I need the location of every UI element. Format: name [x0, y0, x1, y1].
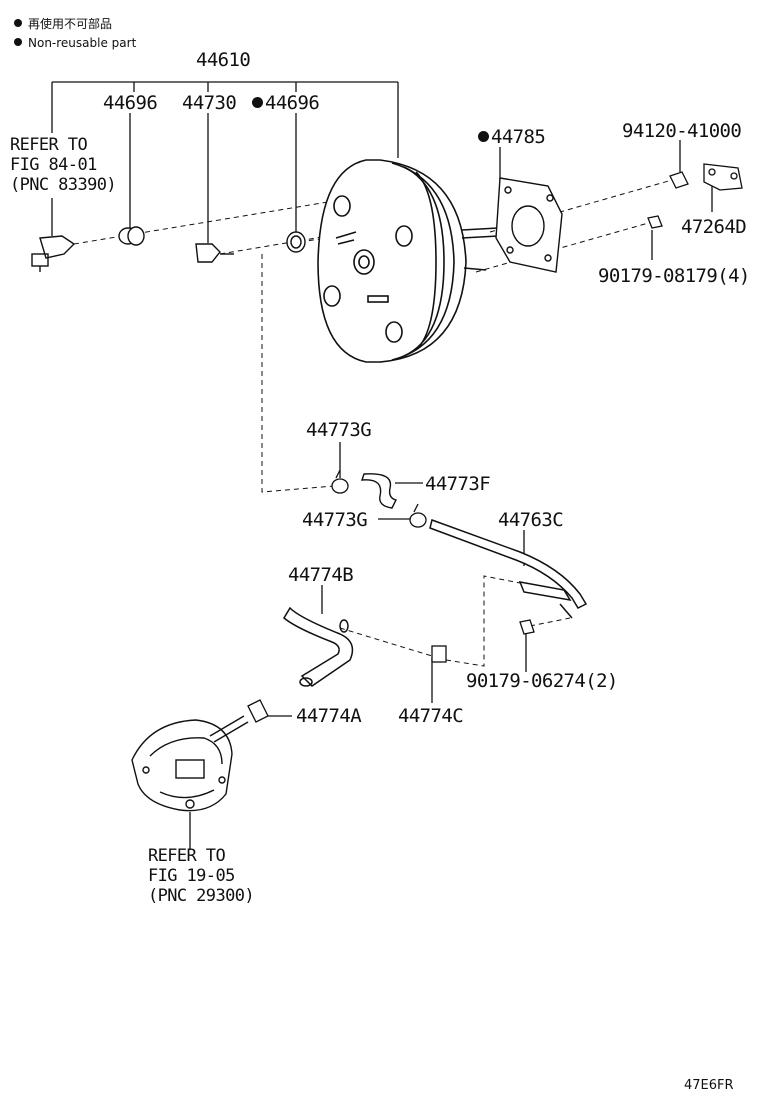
ref-fig84-line1: REFER TO: [10, 135, 88, 155]
nut-90179-08179: [647, 215, 663, 229]
ref-fig84-line3: (PNC 83390): [10, 175, 117, 195]
label-44774c: 44774C: [398, 705, 464, 727]
bullet-icon: [14, 38, 22, 46]
vacuum-pump: [131, 715, 249, 812]
label-44773g-top: 44773G: [306, 419, 372, 441]
legend-jp: 再使用不可部品: [14, 18, 112, 30]
vacuum-tube-44763c: [429, 519, 588, 619]
legend-en: Non-reusable part: [14, 37, 136, 49]
label-44773f: 44773F: [425, 473, 491, 495]
hose-44773f: [360, 473, 398, 509]
label-44763c: 44763C: [498, 509, 564, 531]
non-reusable-marker-icon: [252, 97, 263, 108]
ref-fig84-line2: FIG 84-01: [10, 155, 97, 175]
check-valve-44730: [195, 243, 234, 263]
label-44696-b: 44696: [252, 94, 320, 113]
clamp-44773g-bottom: [409, 503, 427, 528]
grommet-44696-a: [118, 226, 145, 246]
nut-94120: [669, 171, 689, 189]
label-44730: 44730: [182, 92, 237, 114]
brake-booster: [317, 159, 499, 363]
diagram-code: 47E6FR: [684, 1078, 734, 1093]
label-47264d: 47264D: [681, 216, 747, 238]
label-44610: 44610: [196, 49, 251, 71]
label-44773g-bottom: 44773G: [302, 509, 368, 531]
label-44774a: 44774A: [296, 705, 362, 727]
vacuum-sensor: [31, 235, 76, 272]
gasket-44785: [495, 177, 563, 273]
clamp-44773g-top: [331, 469, 349, 494]
nut-90179-06274: [519, 619, 535, 635]
ref-fig19-line1: REFER TO: [148, 846, 226, 866]
label-90179-06274: 90179-06274(2): [466, 670, 618, 692]
bullet-icon: [14, 19, 22, 27]
ref-fig19-line2: FIG 19-05: [148, 866, 235, 886]
grommet-44696-b: [286, 231, 306, 253]
bracket-47264d: [703, 163, 743, 191]
label-94120-41000: 94120-41000: [622, 120, 742, 142]
non-reusable-marker-icon: [478, 131, 489, 142]
clamp-44774c: [431, 645, 447, 663]
label-44785: 44785: [478, 128, 546, 147]
clamp-44774a: [247, 699, 269, 723]
label-44696-a: 44696: [103, 92, 158, 114]
ref-fig19-line3: (PNC 29300): [148, 886, 255, 906]
label-90179-08179: 90179-08179(4): [598, 265, 750, 287]
hose-44774b: [283, 606, 354, 687]
label-44774b: 44774B: [288, 564, 354, 586]
